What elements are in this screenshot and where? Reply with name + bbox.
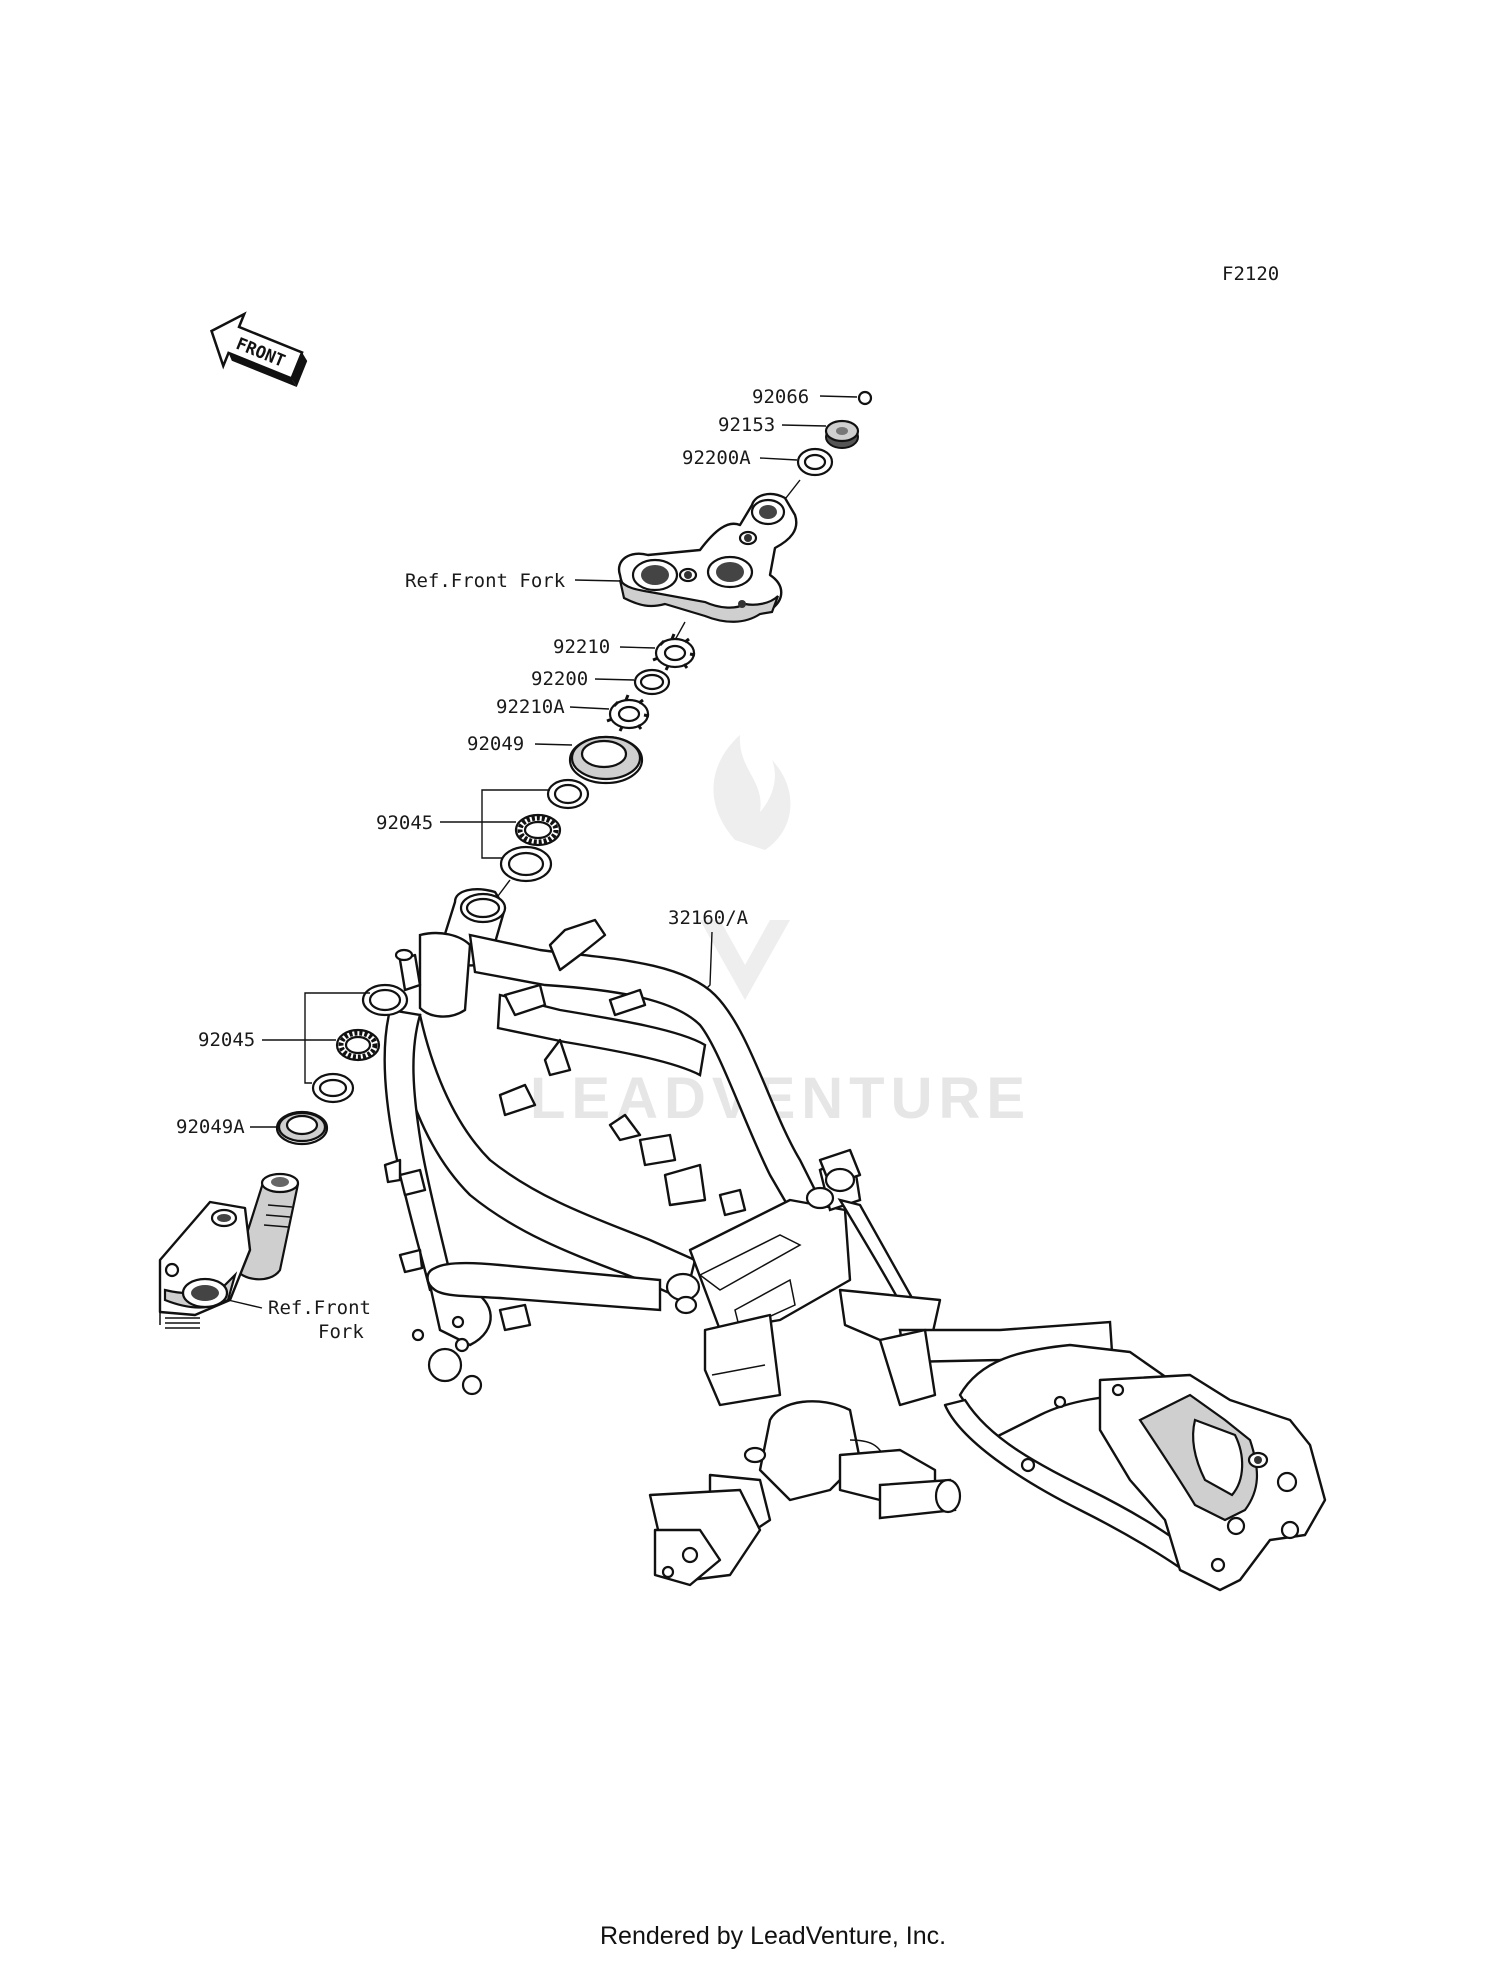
nut-92153 (824, 419, 860, 449)
upper-triple-clamp (617, 492, 798, 623)
footer-credit: Rendered by LeadVenture, Inc. (600, 1922, 946, 1950)
cap-92066 (857, 390, 873, 406)
bearing-92045-lower (311, 983, 409, 1104)
label-ref-front-fork-bottom-line2: Fork (318, 1321, 364, 1343)
label-ref-front-fork-bottom-line1: Ref.Front (268, 1297, 371, 1319)
label-92210A: 92210A (496, 696, 565, 718)
washer-92200A (796, 447, 834, 477)
label-92066: 92066 (752, 386, 809, 408)
bearing-92045-upper (499, 778, 590, 883)
locknut-92210 (652, 633, 696, 671)
locknut-92210A (606, 694, 650, 732)
label-92200: 92200 (531, 668, 588, 690)
label-92045-upper: 92045 (376, 812, 433, 834)
label-92153: 92153 (718, 414, 775, 436)
label-32160A: 32160/A (668, 907, 749, 929)
seal-92049 (568, 735, 644, 785)
label-92210: 92210 (553, 636, 610, 658)
label-ref-front-fork-top: Ref.Front Fork (405, 570, 566, 592)
motorcycle-frame-32160A (383, 888, 1327, 1592)
seal-92049A (275, 1110, 329, 1146)
diagram-code: F2120 (1222, 263, 1279, 285)
leadventure-watermark: LEADVENTURE (530, 735, 1025, 1131)
label-92049A: 92049A (176, 1116, 245, 1138)
label-92049: 92049 (467, 733, 524, 755)
washer-92200 (633, 668, 671, 696)
label-92200A: 92200A (682, 447, 751, 469)
steering-stem-lower-clamp (158, 1172, 300, 1329)
front-direction-arrow-icon: FRONT (209, 311, 308, 387)
label-92045-lower: 92045 (198, 1029, 255, 1051)
